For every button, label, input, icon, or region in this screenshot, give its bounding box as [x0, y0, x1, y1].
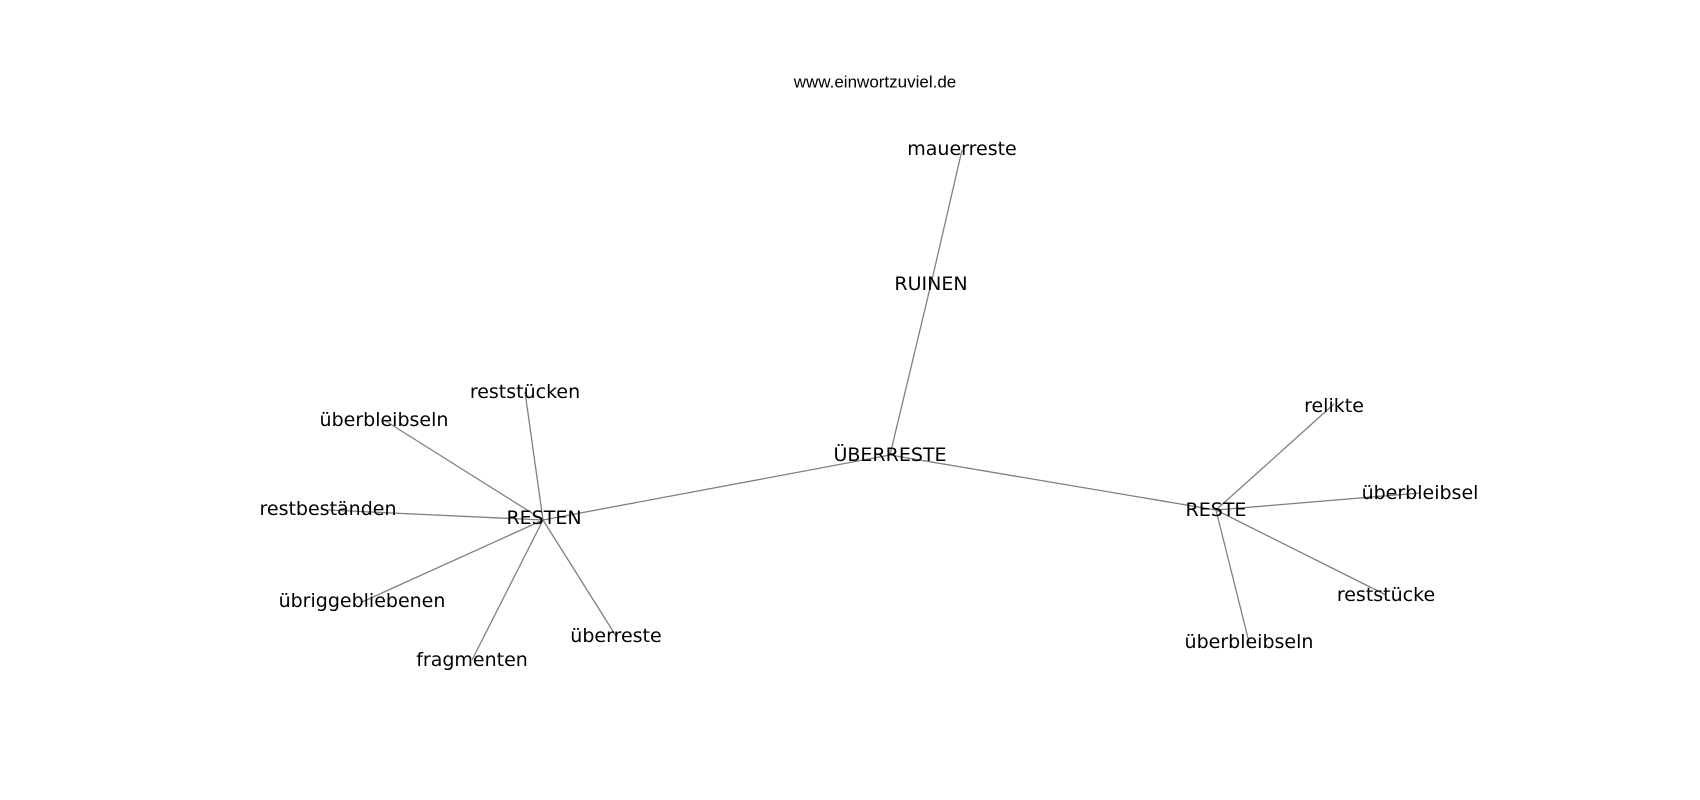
node-restbestaenden: restbeständen	[259, 498, 396, 520]
edge-center-reste	[889, 454, 1217, 511]
edge-reste-relikte	[1215, 403, 1335, 511]
edge-resten-restbestaenden	[327, 509, 544, 521]
node-mauerreste: mauerreste	[907, 138, 1016, 160]
edge-reste-ueberbleibseln	[1215, 509, 1250, 643]
labels: www.einwortzuviel.de ÜBERRESTE RUINEN ma…	[259, 73, 1478, 672]
node-ueberreste-center: ÜBERRESTE	[833, 443, 946, 466]
edge-resten-uebriggebliebenen	[361, 519, 544, 603]
node-reststuecke: reststücke	[1337, 584, 1435, 606]
node-ruinen: RUINEN	[894, 273, 967, 295]
edge-resten-ueberbleibseln	[383, 419, 544, 521]
edge-center-resten	[542, 454, 891, 521]
node-ueberbleibseln-right: überbleibseln	[1185, 631, 1314, 653]
node-fragmenten: fragmenten	[416, 649, 528, 671]
node-reste: RESTE	[1186, 499, 1247, 521]
edge-reste-reststuecke	[1215, 509, 1387, 596]
edges	[327, 149, 1421, 661]
node-resten: RESTEN	[506, 507, 581, 529]
edge-ruinen-mauerreste	[930, 149, 963, 285]
node-reststuecken: reststücken	[470, 381, 580, 403]
node-ueberbleibseln-left: überbleibseln	[320, 409, 449, 431]
node-relikte: relikte	[1304, 395, 1364, 417]
node-ueberbleibsel: überbleibsel	[1362, 482, 1479, 504]
edge-resten-fragmenten	[471, 519, 544, 661]
node-uebriggebliebenen: übriggebliebenen	[279, 590, 446, 612]
edge-reste-ueberbleibsel	[1215, 492, 1421, 511]
site-url: www.einwortzuviel.de	[793, 73, 957, 92]
edge-center-ruinen	[889, 283, 932, 456]
edge-resten-ueberreste	[542, 519, 617, 637]
edge-resten-reststuecken	[524, 391, 544, 521]
node-ueberreste-leaf: überreste	[570, 625, 661, 647]
